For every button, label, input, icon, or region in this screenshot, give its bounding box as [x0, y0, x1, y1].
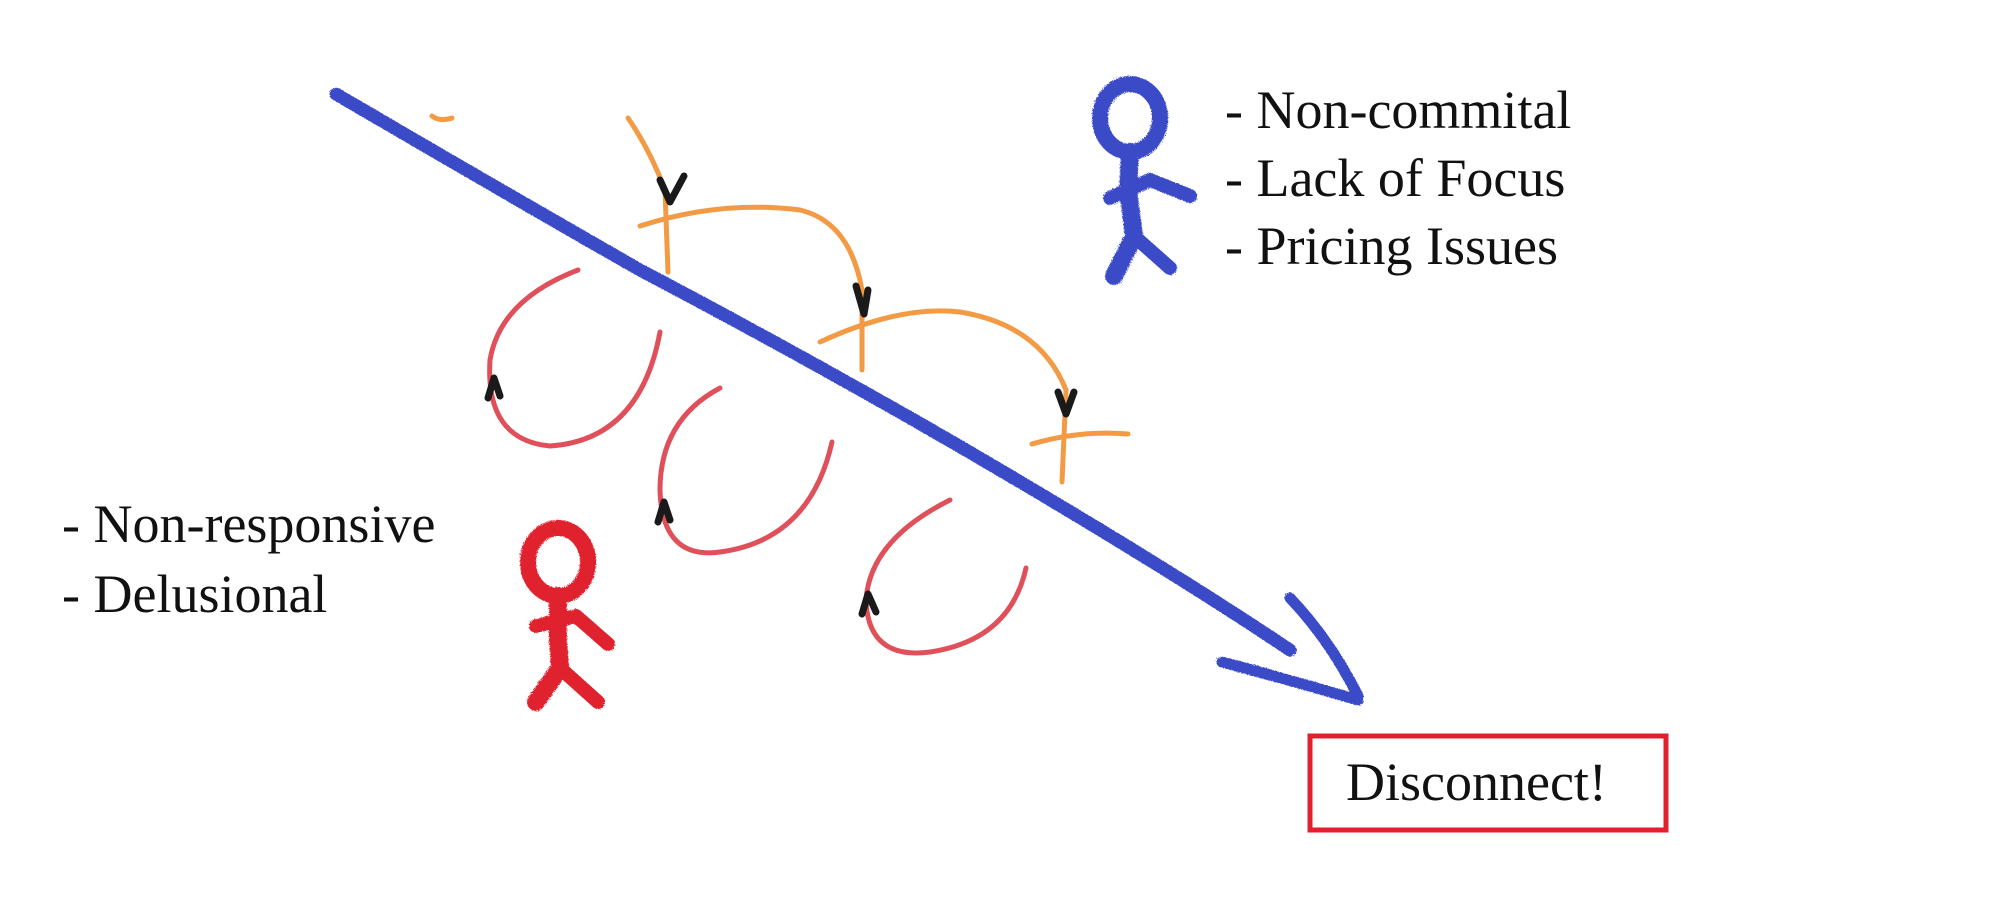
left-trait-2: - Delusional	[62, 564, 327, 624]
tick-red-3	[858, 590, 880, 618]
orange-loop-3-cross	[1029, 430, 1131, 447]
orange-loop-1	[625, 115, 671, 275]
left-trait-1: - Non-responsive	[62, 494, 435, 554]
right-party-traits: - Non-commital - Lack of Focus - Pricing…	[1225, 80, 1571, 276]
right-trait-3: - Pricing Issues	[1225, 216, 1558, 276]
tick-orange-3	[1054, 388, 1078, 418]
arrow-shaft	[329, 87, 1297, 657]
red-loops	[487, 267, 1029, 656]
tick-red-2	[654, 498, 674, 526]
right-trait-2: - Lack of Focus	[1225, 148, 1565, 208]
arrow-head-upper	[1284, 592, 1364, 702]
red-person-icon	[520, 520, 615, 711]
blue-trend-arrow	[329, 87, 1364, 706]
orange-loops	[429, 113, 1131, 485]
red-loop-1	[487, 267, 663, 449]
red-loop-3	[863, 497, 1029, 656]
blue-person-icon	[1092, 76, 1197, 285]
outcome-callout: Disconnect!	[1307, 733, 1669, 833]
left-party-traits: - Non-responsive - Delusional	[62, 494, 435, 624]
orange-loop-2-cross	[817, 308, 1069, 393]
tick-red-1	[484, 374, 504, 402]
arrow-head-lower	[1216, 656, 1364, 706]
tick-orange-1	[656, 172, 688, 206]
red-loop-2	[657, 385, 835, 556]
orange-loop-1-cross	[637, 204, 865, 293]
direction-ticks	[484, 172, 1078, 618]
right-trait-1: - Non-commital	[1225, 80, 1571, 140]
outcome-box	[1307, 733, 1669, 833]
outcome-label: Disconnect!	[1346, 752, 1607, 812]
orange-loop-partial	[429, 113, 455, 123]
tick-orange-2	[852, 282, 872, 318]
